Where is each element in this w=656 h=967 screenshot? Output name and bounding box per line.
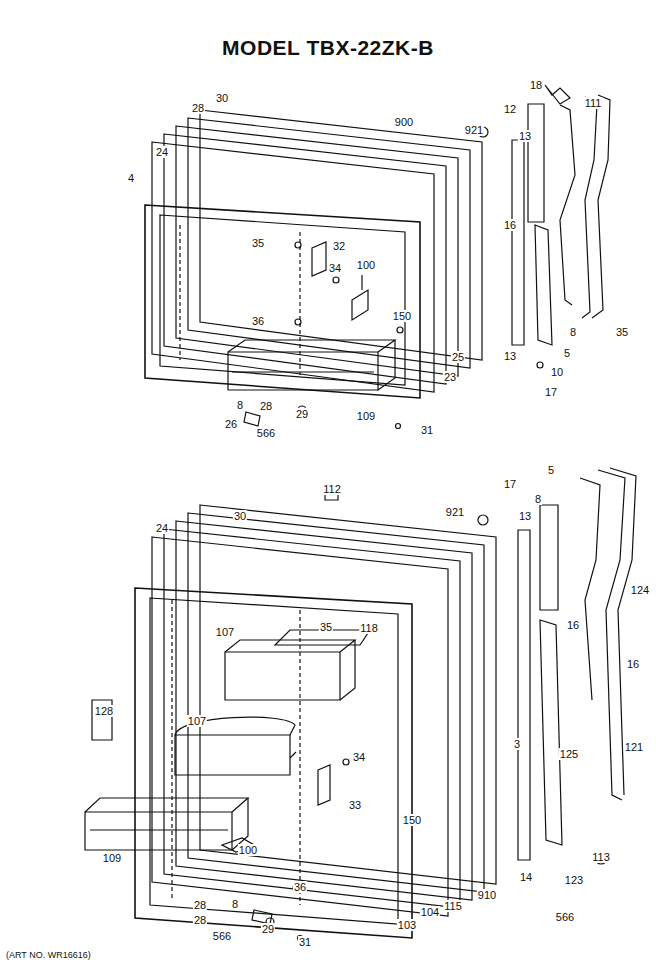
callout-number: 36 — [251, 315, 265, 327]
callout-number: 30 — [215, 92, 229, 104]
callout-number: 8 — [231, 898, 239, 910]
callout-number: 35 — [251, 237, 265, 249]
callout-number: 24 — [155, 146, 169, 158]
callout-number: 566 — [256, 427, 276, 439]
callout-number: 900 — [394, 116, 414, 128]
callout-number: 5 — [547, 464, 555, 476]
callout-number: 23 — [443, 371, 457, 383]
callout-number: 34 — [328, 262, 342, 274]
callout-number: 24 — [155, 522, 169, 534]
callout-number: 150 — [402, 814, 422, 826]
callout-number: 100 — [238, 844, 258, 856]
callout-number: 103 — [397, 919, 417, 931]
callout-number: 118 — [359, 622, 379, 634]
callout-number: 14 — [519, 871, 533, 883]
callout-number: 921 — [445, 506, 465, 518]
callout-number: 8 — [569, 326, 577, 338]
callout-number: 26 — [224, 418, 238, 430]
callout-number: 125 — [559, 748, 579, 760]
callout-number: 128 — [94, 705, 114, 717]
callout-number: 13 — [503, 350, 517, 362]
callout-number: 28 — [259, 400, 273, 412]
callout-number: 566 — [555, 911, 575, 923]
callout-number: 112 — [322, 483, 342, 495]
callout-number: 8 — [236, 399, 244, 411]
callout-number: 150 — [392, 310, 412, 322]
callout-number: 34 — [352, 751, 366, 763]
callout-number: 29 — [261, 923, 275, 935]
callout-number: 29 — [295, 408, 309, 420]
callout-number: 35 — [615, 326, 629, 338]
callout-number: 17 — [544, 386, 558, 398]
callout-number: 566 — [212, 930, 232, 942]
callout-number: 16 — [626, 658, 640, 670]
art-number: (ART NO. WR16616) — [6, 950, 91, 960]
callout-number: 31 — [420, 424, 434, 436]
callout-number: 123 — [564, 874, 584, 886]
callout-number: 17 — [503, 478, 517, 490]
callout-number: 124 — [630, 584, 650, 596]
callout-number: 32 — [332, 240, 346, 252]
callout-number: 30 — [233, 510, 247, 522]
callout-number: 113 — [591, 851, 611, 863]
diagram-title: MODEL TBX-22ZK-B — [222, 36, 434, 60]
callout-number: 100 — [356, 259, 376, 271]
callout-number: 35 — [319, 621, 333, 633]
callout-number: 16 — [566, 619, 580, 631]
callout-number: 33 — [348, 799, 362, 811]
callout-number: 121 — [624, 741, 644, 753]
callout-number: 25 — [451, 351, 465, 363]
callout-number: 13 — [518, 130, 532, 142]
callout-number: 921 — [464, 124, 484, 136]
callout-number: 28 — [193, 899, 207, 911]
callout-number: 107 — [187, 715, 207, 727]
callout-number: 8 — [534, 493, 542, 505]
callout-number: 13 — [518, 510, 532, 522]
callout-number: 28 — [193, 914, 207, 926]
callout-number: 10 — [550, 366, 564, 378]
callout-number: 104 — [420, 906, 440, 918]
callout-number: 31 — [298, 936, 312, 948]
callout-number: 4 — [127, 172, 135, 184]
callout-number: 115 — [443, 900, 463, 912]
callout-number: 107 — [215, 626, 235, 638]
callout-number: 910 — [477, 889, 497, 901]
callout-number: 28 — [191, 102, 205, 114]
callout-number: 109 — [356, 410, 376, 422]
callout-number: 36 — [293, 881, 307, 893]
callout-number: 3 — [513, 738, 521, 750]
callout-number: 5 — [563, 347, 571, 359]
callout-number: 16 — [503, 219, 517, 231]
callout-number: 111 — [584, 97, 603, 109]
callout-number: 12 — [503, 103, 517, 115]
callout-number: 109 — [102, 852, 122, 864]
callout-number: 18 — [529, 79, 543, 91]
